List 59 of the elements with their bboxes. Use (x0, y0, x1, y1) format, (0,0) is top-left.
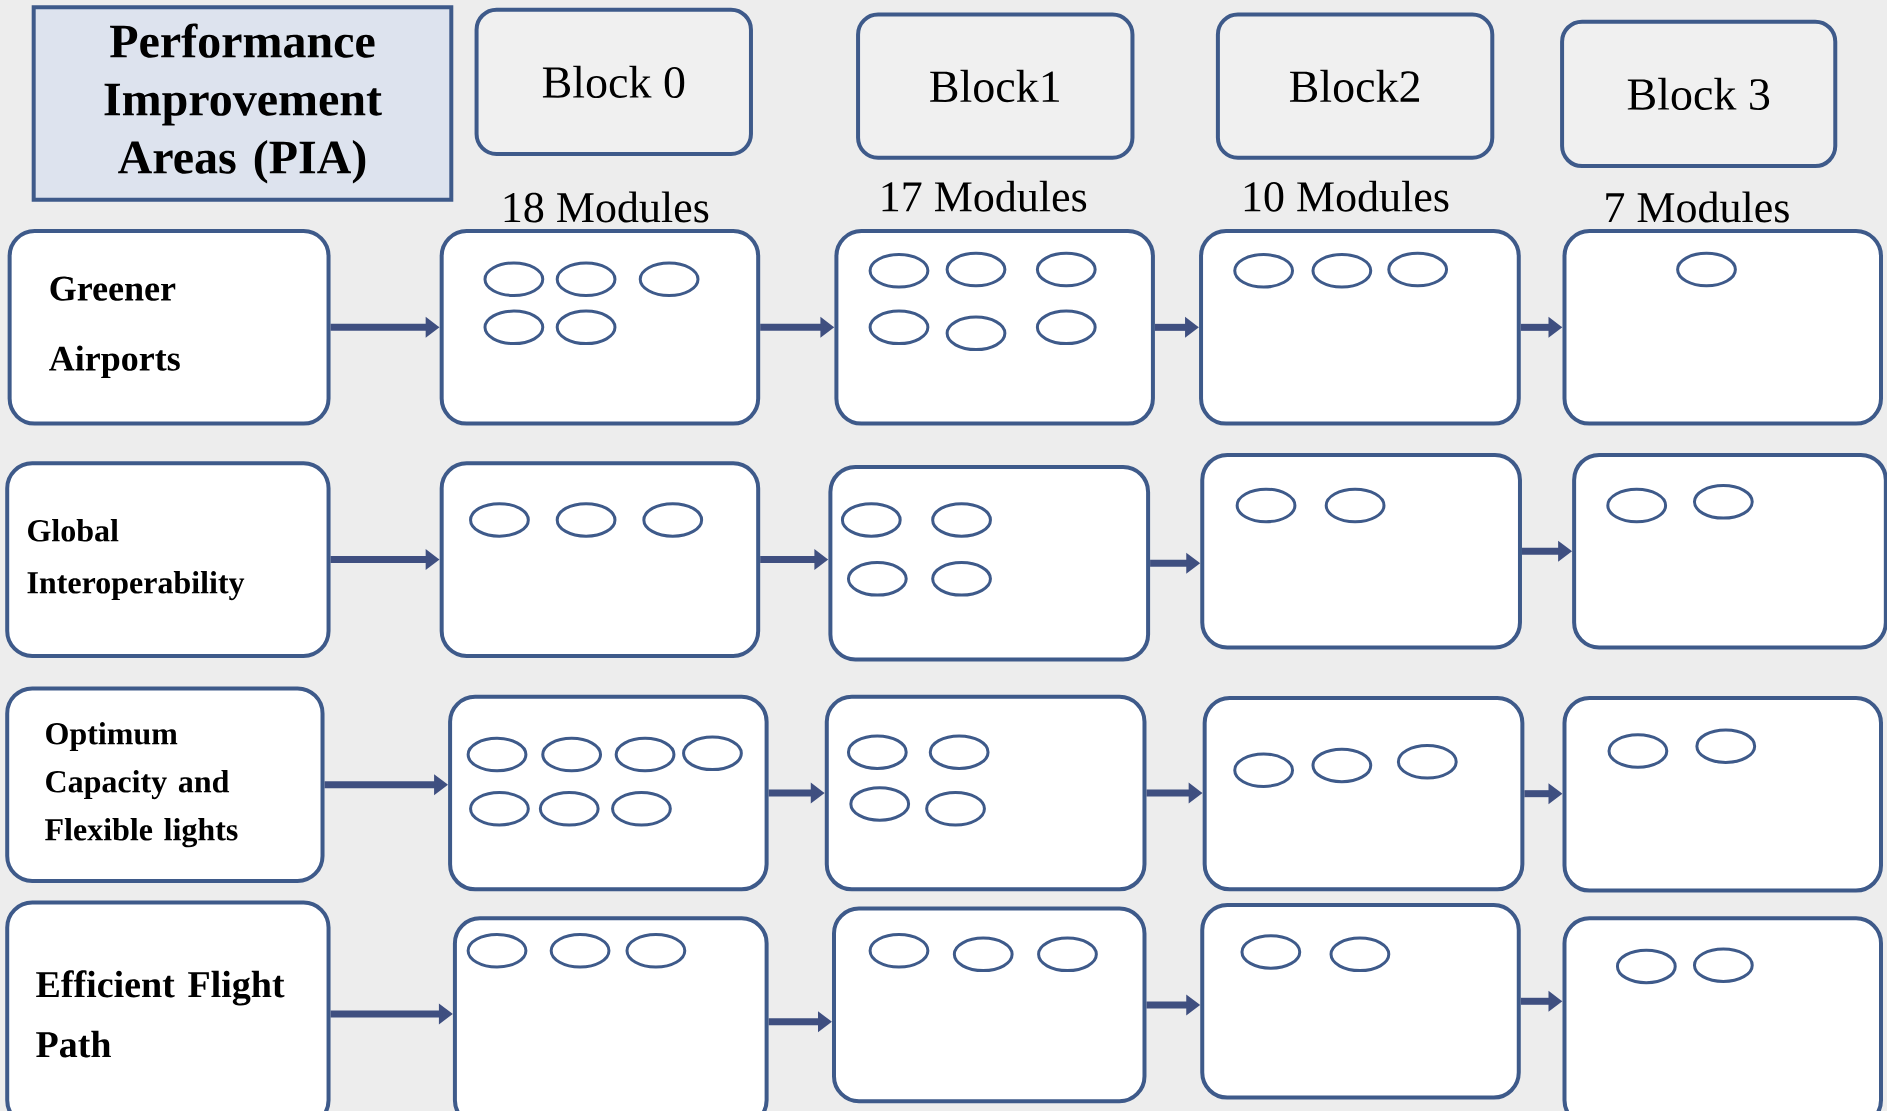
module-count-label: 10 Modules (1244, 180, 1449, 212)
module-box (832, 906, 1147, 1104)
module-ellipse (945, 251, 1007, 288)
module-ellipse (1606, 487, 1668, 524)
module-ellipse (928, 734, 990, 770)
title-box: Performance Improvement Areas (PIA) (31, 5, 454, 202)
module-ellipse (1692, 947, 1754, 983)
module-count-label: 7 Modules (1606, 191, 1789, 223)
module-ellipse (1311, 253, 1373, 289)
module-ellipse (555, 261, 617, 297)
module-ellipse (868, 253, 930, 289)
module-ellipse (1615, 948, 1677, 985)
block-box: Block2 (1215, 12, 1495, 160)
module-ellipse (931, 561, 992, 597)
module-box (452, 916, 769, 1111)
module-ellipse (849, 786, 911, 822)
module-ellipse (1035, 251, 1097, 288)
module-box (1199, 229, 1521, 426)
block-box: Block1 (856, 12, 1135, 160)
module-ellipse (638, 261, 700, 297)
module-ellipse (846, 734, 908, 770)
module-count-label: 17 Modules (882, 180, 1087, 212)
module-ellipse (931, 502, 992, 538)
row-label-box: Optimum Capacity and Flexible lights (5, 686, 325, 883)
module-ellipse (1695, 728, 1757, 764)
module-ellipse (1311, 747, 1373, 784)
module-ellipse (1692, 484, 1754, 520)
module-box (439, 461, 761, 658)
module-box (1562, 696, 1883, 893)
row-label-box: Greener Airports (7, 229, 331, 426)
module-ellipse (1324, 487, 1386, 524)
module-ellipse (1396, 744, 1458, 780)
module-box (1202, 696, 1525, 892)
module-box (1562, 229, 1883, 426)
module-ellipse (555, 502, 617, 538)
module-ellipse (1235, 487, 1297, 524)
module-ellipse (1233, 253, 1294, 289)
module-ellipse (466, 736, 528, 773)
module-ellipse (1240, 934, 1302, 970)
module-ellipse (1233, 752, 1294, 788)
module-ellipse (614, 736, 676, 773)
module-ellipse (840, 502, 902, 538)
module-box (1572, 452, 1887, 650)
module-ellipse (541, 736, 603, 773)
module-box (1200, 903, 1521, 1100)
module-ellipse (469, 502, 530, 538)
module-ellipse (1676, 251, 1737, 288)
module-ellipse (1387, 251, 1449, 288)
module-ellipse (1607, 733, 1669, 769)
module-ellipse (846, 561, 908, 597)
row-label-box: Efficient Flight Path (5, 900, 331, 1111)
module-ellipse (642, 502, 704, 538)
module-box (1562, 916, 1883, 1111)
block-box: Block 3 (1560, 19, 1838, 169)
block-box: Block 0 (474, 7, 753, 157)
module-box (1200, 452, 1522, 650)
module-count-label: 18 Modules (504, 191, 709, 223)
module-ellipse (483, 261, 545, 297)
row-label-box: Global Interoperability (5, 461, 331, 658)
